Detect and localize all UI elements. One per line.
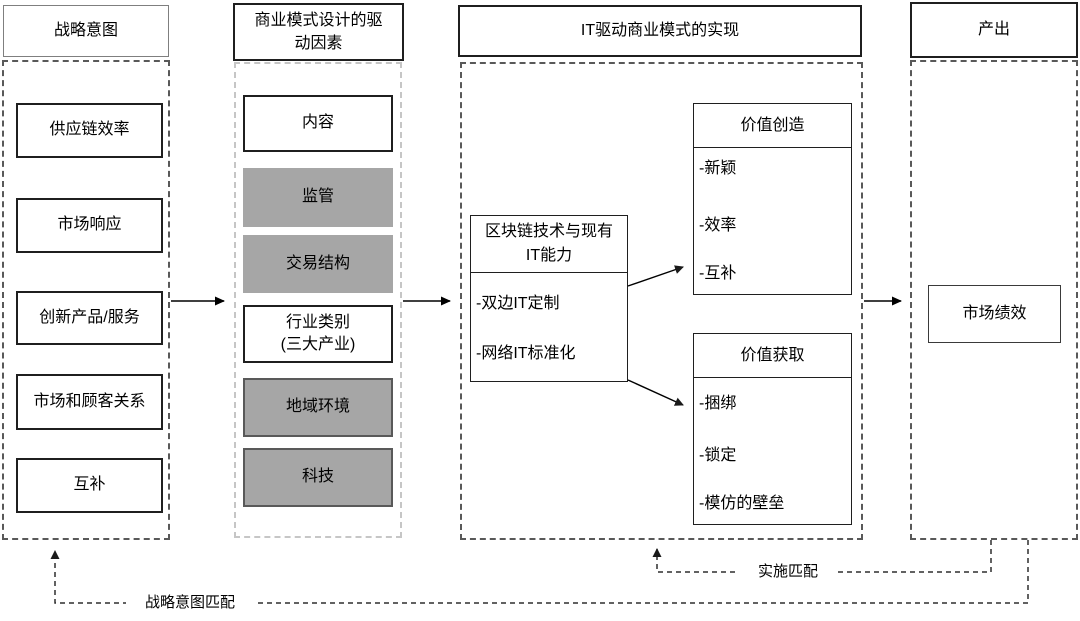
transaction-structure-box: 交易结构	[243, 235, 393, 293]
market-response-label: 市场响应	[57, 216, 122, 234]
value-capture-item-bundling: -捆绑	[699, 395, 737, 412]
it-realization-header-label: IT驱动商业模式的实现	[580, 22, 740, 40]
value-capture-box: 价值获取 -捆绑 -锁定 -模仿的壁垒	[693, 333, 852, 525]
technology-label: 科技	[301, 468, 334, 486]
content-label: 内容	[301, 114, 334, 132]
value-capture-title: 价值获取	[694, 334, 851, 378]
blockchain-title-line2: IT能力	[525, 247, 573, 264]
value-capture-item-lockin: -锁定	[699, 447, 737, 464]
drivers-header-line2: 动因素	[294, 35, 343, 52]
market-performance-label: 市场绩效	[962, 304, 1027, 322]
value-capture-item-imitation-barrier: -模仿的壁垒	[699, 495, 785, 512]
market-performance-box: 市场绩效	[928, 285, 1061, 343]
market-response-box: 市场响应	[16, 198, 163, 253]
output-header-label: 产出	[977, 21, 1010, 39]
blockchain-item-network-it: -网络IT标准化	[476, 345, 576, 362]
supply-chain-efficiency-box: 供应链效率	[16, 103, 163, 158]
value-creation-item-novelty: -新颖	[699, 160, 737, 177]
drivers-header-line1: 商业模式设计的驱	[254, 11, 383, 29]
output-container	[910, 60, 1078, 540]
value-creation-item-efficiency: -效率	[699, 217, 737, 234]
output-header: 产出	[910, 2, 1078, 58]
blockchain-capability-title: 区块链技术与现有 IT能力	[471, 216, 627, 273]
strategic-intent-header-label: 战略意图	[53, 22, 118, 40]
transaction-structure-label: 交易结构	[285, 254, 350, 272]
value-creation-title: 价值创造	[694, 104, 851, 148]
strategic-intent-fit-label: 战略意图匹配	[126, 592, 254, 614]
content-box: 内容	[243, 95, 393, 152]
blockchain-title-line1: 区块链技术与现有	[484, 223, 613, 240]
industry-category-box: 行业类别 (三大产业)	[243, 305, 393, 363]
implementation-fit-label: 实施匹配	[738, 561, 838, 583]
drivers-container	[234, 62, 402, 538]
supply-chain-efficiency-label: 供应链效率	[49, 121, 130, 139]
drivers-header: 商业模式设计的驱 动因素	[233, 3, 404, 61]
innovative-products-label: 创新产品/服务	[39, 308, 140, 326]
complementarity-box: 互补	[16, 458, 163, 513]
strategic-intent-header: 战略意图	[3, 5, 169, 57]
technology-box: 科技	[243, 448, 393, 507]
value-creation-box: 价值创造 -新颖 -效率 -互补	[693, 103, 852, 295]
it-realization-container	[460, 62, 863, 540]
regulation-box: 监管	[243, 168, 393, 227]
complementarity-label: 互补	[73, 476, 106, 494]
blockchain-item-bilateral-it: -双边IT定制	[476, 295, 560, 312]
market-customer-relation-label: 市场和顾客关系	[33, 392, 146, 410]
market-customer-relation-box: 市场和顾客关系	[16, 374, 163, 430]
regional-environment-label: 地域环境	[285, 398, 350, 416]
industry-category-line1: 行业类别	[285, 313, 350, 331]
blockchain-capability-box: 区块链技术与现有 IT能力 -双边IT定制 -网络IT标准化	[470, 215, 628, 382]
strategic-intent-container	[2, 60, 170, 540]
industry-category-line2: (三大产业)	[280, 336, 356, 353]
value-creation-item-complementarity: -互补	[699, 265, 737, 282]
it-realization-header: IT驱动商业模式的实现	[458, 5, 862, 57]
regulation-label: 监管	[301, 188, 334, 206]
innovative-products-box: 创新产品/服务	[16, 291, 163, 345]
regional-environment-box: 地域环境	[243, 378, 393, 437]
